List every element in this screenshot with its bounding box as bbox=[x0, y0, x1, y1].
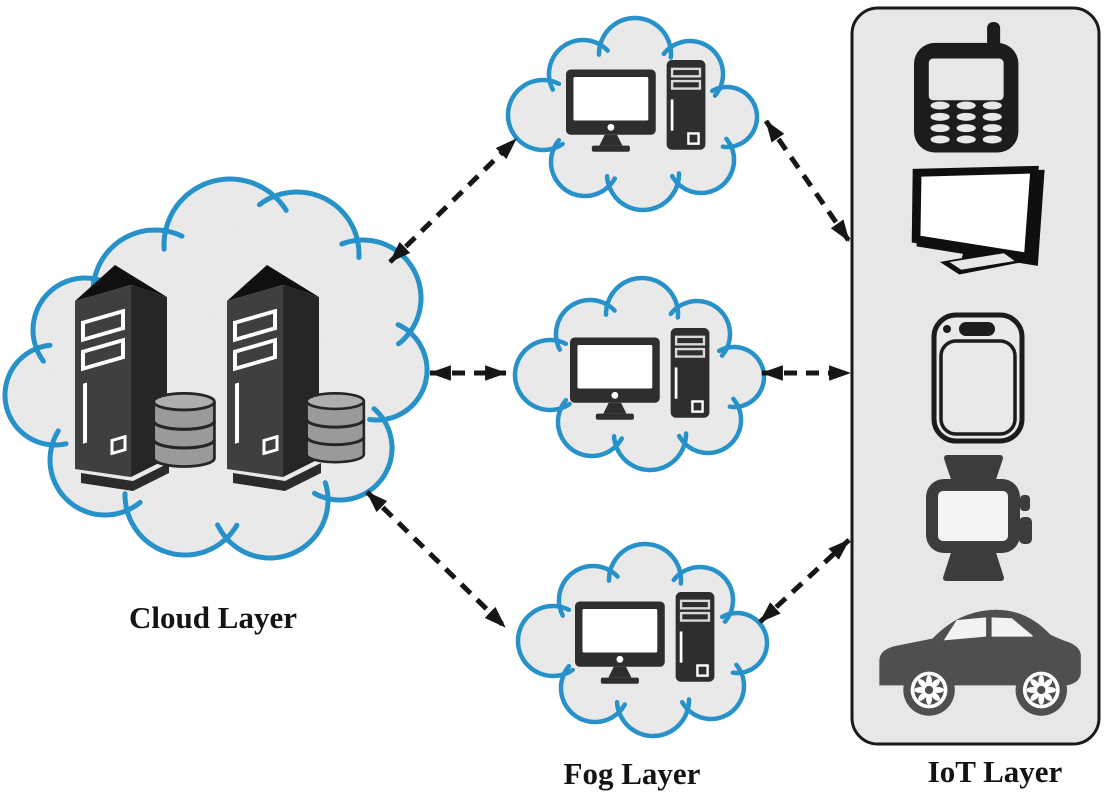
arrow-cloud-to-fog3 bbox=[365, 490, 507, 629]
car-rear-wheel bbox=[1015, 664, 1068, 716]
car-front-wheel bbox=[903, 664, 955, 716]
arrow-cloud-to-fog1 bbox=[388, 137, 518, 264]
arrow-fog3-to-iot bbox=[758, 538, 851, 624]
fog-layer-label: Fog Layer bbox=[564, 756, 701, 791]
tv-monitor-icon bbox=[911, 165, 1045, 275]
database-icon bbox=[152, 391, 216, 469]
cloud-layer-label: Cloud Layer bbox=[129, 600, 297, 635]
smartwatch-icon bbox=[926, 455, 1032, 581]
iot-layer-label: IoT Layer bbox=[928, 754, 1063, 789]
cloud-layer-cloud bbox=[2, 176, 430, 561]
arrow-fog1-to-iot bbox=[763, 119, 852, 243]
smartphone-icon bbox=[931, 312, 1025, 444]
database-icon bbox=[305, 391, 366, 464]
feature-phone-icon bbox=[914, 22, 1019, 153]
car-icon bbox=[879, 609, 1081, 716]
connection-arrows bbox=[365, 119, 852, 629]
